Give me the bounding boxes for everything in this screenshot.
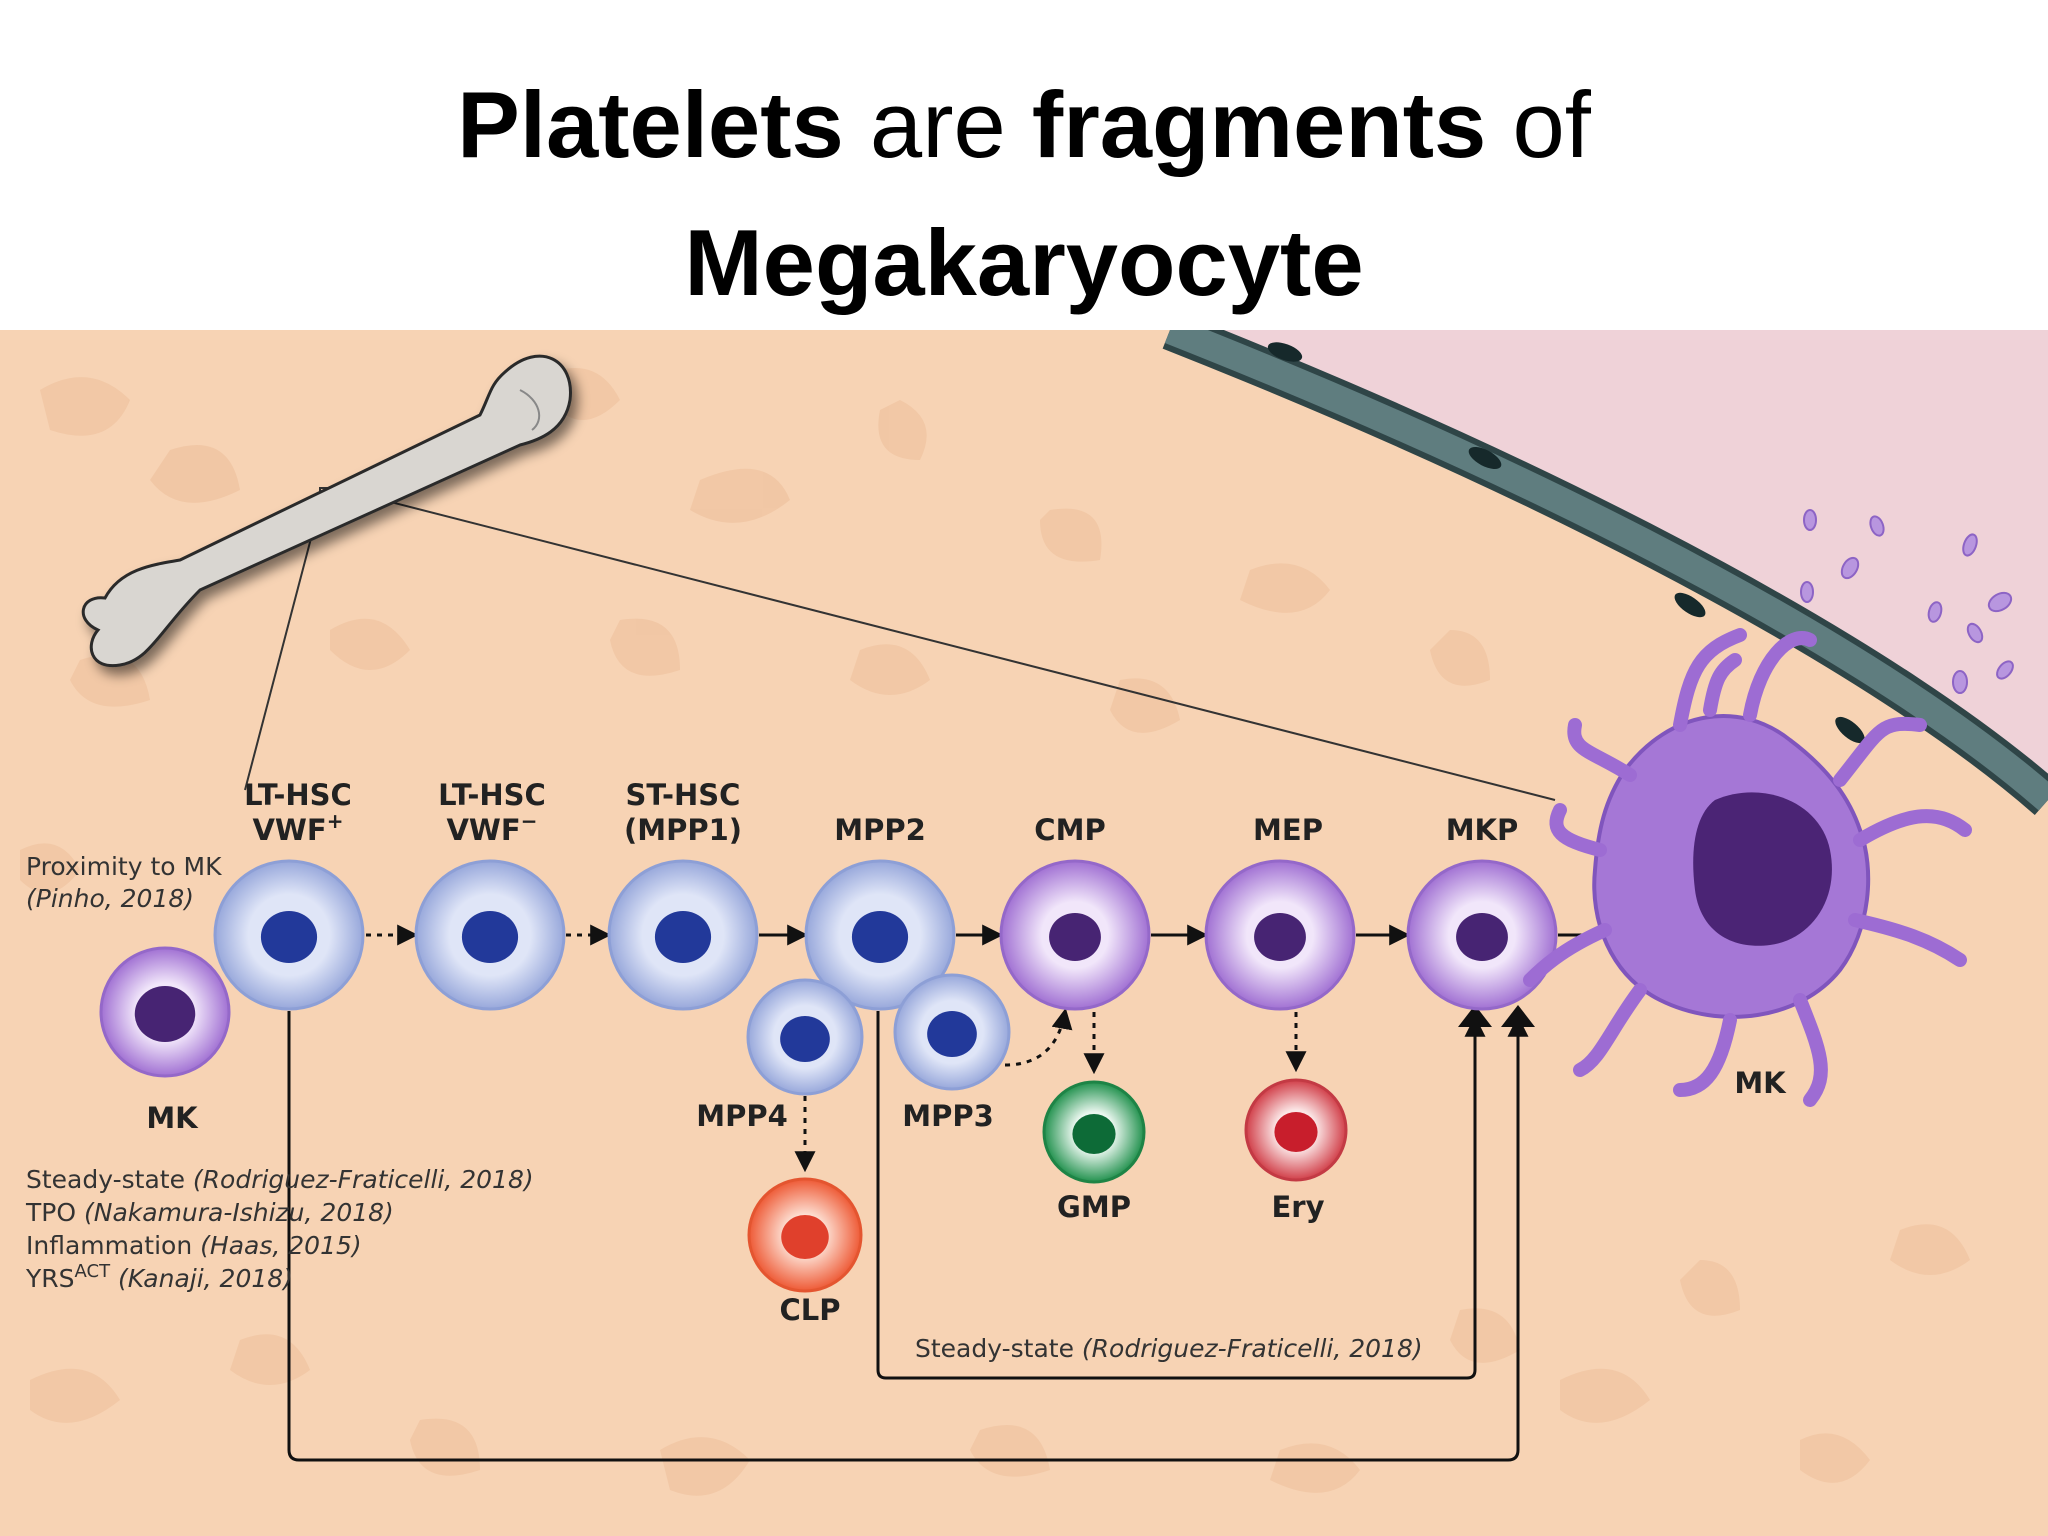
arrowhead-lthsc-into-mkp xyxy=(1501,1005,1535,1027)
st-hsc-cell-nucleus xyxy=(654,911,712,963)
title-word-are: are xyxy=(843,72,1032,177)
cmp-cell-nucleus xyxy=(1049,913,1101,961)
title-word-platelets: Platelets xyxy=(457,72,844,177)
title-line-1: Platelets are fragments of xyxy=(0,56,2048,194)
mep-cell-nucleus xyxy=(1254,913,1306,961)
cmp-cell xyxy=(999,859,1151,1011)
label-ery: Ery xyxy=(1271,1190,1324,1224)
label-st-hsc-1: ST-HSC xyxy=(626,778,741,812)
mkp-cell-nucleus xyxy=(1456,913,1508,961)
arrow-mpp3-to-cmp xyxy=(1004,1007,1073,1067)
mpp4-cell xyxy=(746,978,864,1096)
platelet-fragments-icon xyxy=(1800,509,2014,694)
label-mpp2: MPP2 xyxy=(834,813,926,847)
citation-inflammation: Inflammation (Haas, 2015) xyxy=(26,1231,362,1260)
label-lt-hsc-vwf-neg-2: VWF− xyxy=(446,809,537,847)
mk-left-cell xyxy=(99,946,231,1078)
ery-cell-nucleus xyxy=(1274,1112,1318,1152)
lineage-arrows xyxy=(287,924,1633,1462)
label-lt-hsc-vwf-pos-1: LT-HSC xyxy=(244,778,352,812)
label-mpp4: MPP4 xyxy=(696,1099,788,1133)
citation-steady-state: Steady-state (Rodriguez-Fraticelli, 2018… xyxy=(26,1165,534,1194)
lt-hsc-vwf-pos-cell-nucleus xyxy=(260,911,318,963)
mpp2-cell-nucleus xyxy=(851,911,909,963)
title-word-of: of xyxy=(1486,72,1591,177)
arrowhead-mpp2-into-mkp xyxy=(1458,1005,1492,1027)
label-clp: CLP xyxy=(779,1293,840,1327)
label-lt-hsc-vwf-pos-2: VWF+ xyxy=(252,809,343,847)
mk-megakaryocyte-icon xyxy=(1523,628,1972,1107)
cell-labels: LT-HSC VWF+ LT-HSC VWF− ST-HSC (MPP1) MP… xyxy=(146,778,1787,1327)
ery-cell xyxy=(1244,1078,1348,1182)
citation-tpo: TPO (Nakamura-Ishizu, 2018) xyxy=(25,1198,394,1227)
clp-cell-nucleus xyxy=(781,1215,829,1259)
st-hsc-cell xyxy=(607,859,759,1011)
blood-vessel-icon xyxy=(1162,330,2048,816)
hematopoiesis-diagram: LT-HSC VWF+ LT-HSC VWF− ST-HSC (MPP1) MP… xyxy=(0,330,2048,1536)
lt-hsc-vwf-neg-cell xyxy=(414,859,566,1011)
label-st-hsc-2: (MPP1) xyxy=(624,813,742,847)
clp-cell xyxy=(747,1177,863,1293)
gmp-cell-nucleus xyxy=(1072,1114,1116,1154)
arrow-lthsc-to-mkp xyxy=(287,1011,1529,1462)
label-mk-left: MK xyxy=(146,1101,199,1135)
citation-yrs: YRSACT (Kanaji, 2018) xyxy=(25,1261,293,1293)
citation-proximity-ref: (Pinho, 2018) xyxy=(26,884,194,913)
label-mk-right: MK xyxy=(1734,1066,1787,1100)
slide-title: Platelets are fragments of Megakaryocyte xyxy=(0,56,2048,332)
label-mep: MEP xyxy=(1253,813,1323,847)
citations: Proximity to MK (Pinho, 2018) Steady-sta… xyxy=(25,852,1423,1363)
arrow-mpp2-to-mkp xyxy=(876,1011,1486,1380)
label-lt-hsc-vwf-neg-1: LT-HSC xyxy=(438,778,546,812)
title-word-megakaryocyte: Megakaryocyte xyxy=(684,210,1364,315)
title-word-fragments: fragments xyxy=(1031,72,1487,177)
mpp2-cell xyxy=(804,859,956,1011)
marrow-texture xyxy=(20,368,1970,1496)
mpp3-cell-nucleus xyxy=(927,1011,977,1057)
lt-hsc-vwf-neg-cell-nucleus xyxy=(461,911,519,963)
cell-layer xyxy=(99,859,1558,1293)
mk-left-cell-nucleus xyxy=(134,986,196,1042)
vessel-lumen xyxy=(1180,330,2048,785)
label-mkp: MKP xyxy=(1446,813,1519,847)
lt-hsc-vwf-pos-cell xyxy=(213,859,365,1011)
label-cmp: CMP xyxy=(1034,813,1105,847)
label-gmp: GMP xyxy=(1057,1190,1131,1224)
gmp-cell xyxy=(1042,1080,1146,1184)
femur-bone-icon xyxy=(81,354,572,668)
label-mpp3: MPP3 xyxy=(902,1099,994,1133)
citation-proximity: Proximity to MK xyxy=(26,852,222,881)
mpp4-cell-nucleus xyxy=(780,1016,830,1062)
citation-mpp2-path: Steady-state (Rodriguez-Fraticelli, 2018… xyxy=(915,1334,1423,1363)
mkp-cell xyxy=(1406,859,1558,1011)
mpp3-cell xyxy=(893,973,1011,1091)
title-line-2: Megakaryocyte xyxy=(0,194,2048,332)
mep-cell xyxy=(1204,859,1356,1011)
